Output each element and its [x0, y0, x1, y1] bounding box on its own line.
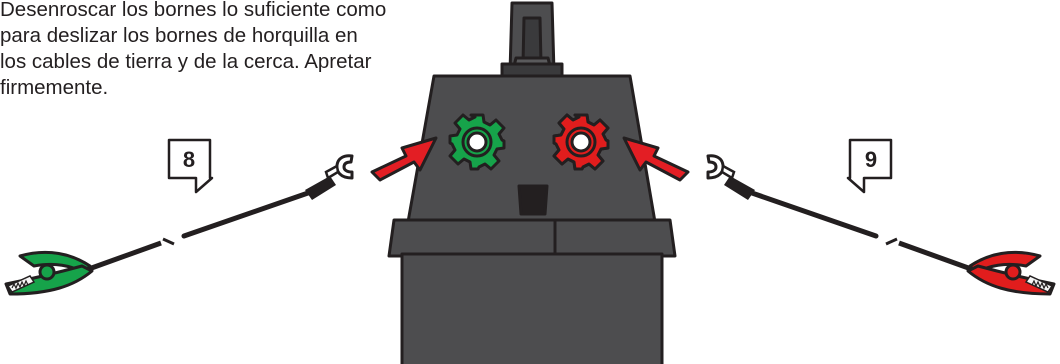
instruction-line-2: para deslizar los bornes de horquilla en	[0, 24, 358, 47]
instruction-text: Desenroscar los bornes lo suficiente com…	[0, 0, 387, 101]
left-arrow-icon	[370, 136, 438, 182]
right-cable	[724, 176, 975, 273]
callout-9: 9	[846, 138, 893, 194]
instruction-line-3: los cables de tierra y de la cerca. Apre…	[0, 50, 372, 73]
energizer-unit	[387, 1, 677, 364]
unit-latch	[517, 184, 549, 216]
green-alligator-clip-icon	[4, 250, 94, 296]
ground-terminal-icon	[448, 113, 506, 171]
callout-8: 8	[167, 138, 214, 194]
instruction-line-1: Desenroscar los bornes lo suficiente com…	[0, 0, 387, 21]
left-fork-terminal-icon	[324, 154, 354, 180]
fence-terminal-icon	[552, 113, 610, 171]
right-arrow-icon	[622, 136, 690, 182]
unit-lower-body	[400, 252, 664, 364]
callout-8-number: 8	[183, 147, 195, 172]
red-alligator-clip-icon	[966, 250, 1056, 296]
unit-band	[387, 218, 677, 258]
callout-9-number: 9	[865, 147, 877, 172]
instruction-line-4: firmemente.	[0, 76, 109, 99]
right-fork-terminal-icon	[706, 154, 736, 180]
left-cable	[85, 176, 336, 273]
